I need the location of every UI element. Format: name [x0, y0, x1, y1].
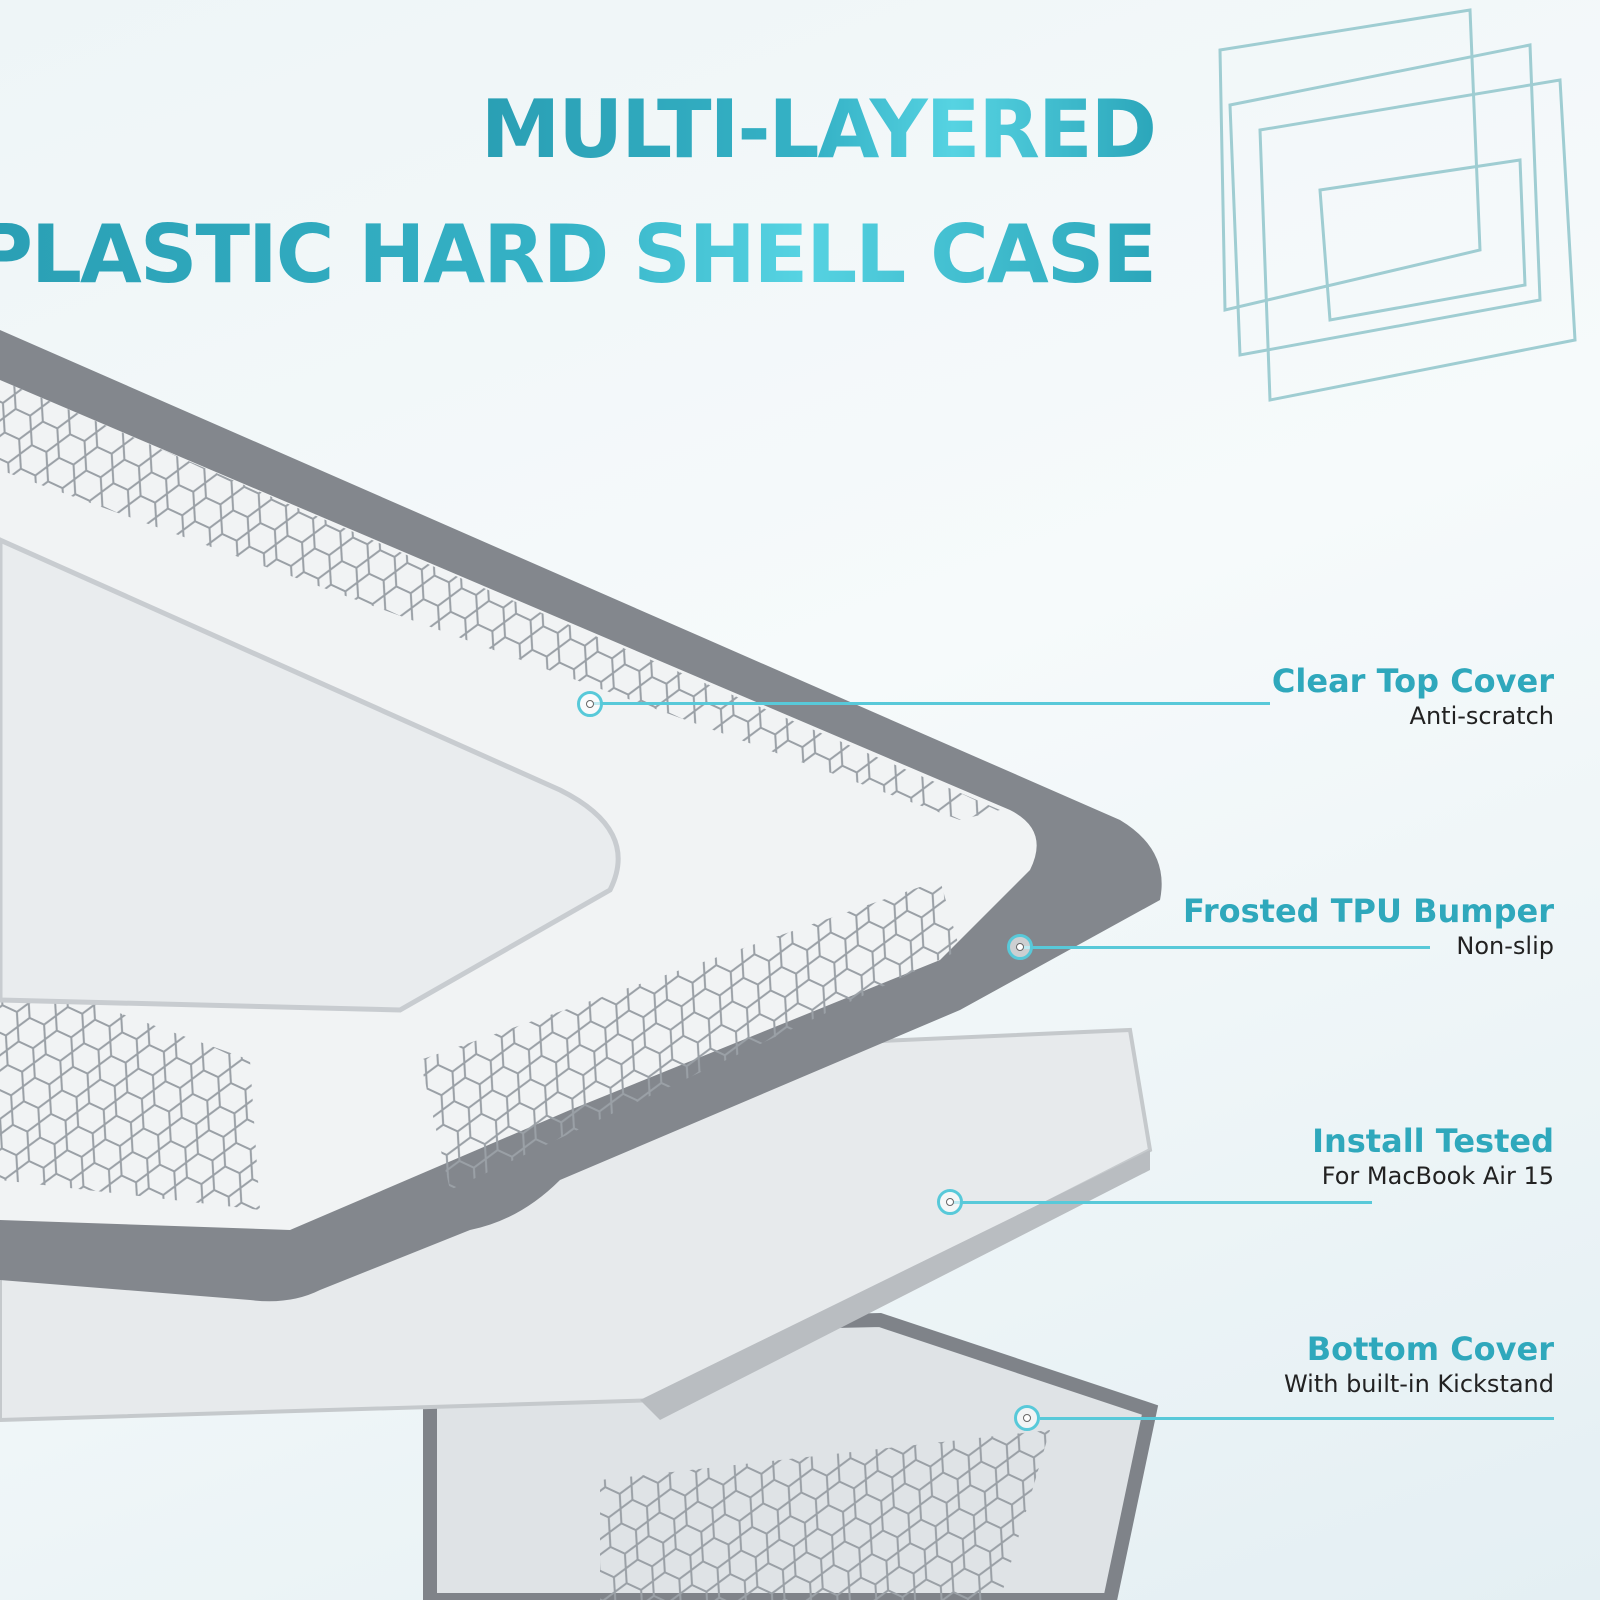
callout-line-install: [950, 1201, 1372, 1204]
top-cover: [0, 330, 1162, 1302]
feature-title: Frosted TPU Bumper: [1183, 892, 1554, 930]
exploded-case-icon: [1218, 8, 1577, 402]
feature-title: Install Tested: [1312, 1122, 1554, 1160]
callout-marker-bottom-cover: [1014, 1405, 1040, 1431]
feature-title: Clear Top Cover: [1271, 662, 1554, 700]
feature-frosted-tpu-bumper: Frosted TPU Bumper Non-slip: [1183, 892, 1554, 960]
feature-clear-top-cover: Clear Top Cover Anti-scratch: [1272, 662, 1554, 730]
callout-line-bumper: [1020, 946, 1430, 949]
feature-title: Bottom Cover: [1306, 1330, 1554, 1368]
callout-line-bottom-cover: [1040, 1417, 1554, 1420]
callout-line-top-cover: [590, 702, 1270, 705]
feature-subtitle: For MacBook Air 15: [1321, 1162, 1554, 1190]
headline-line-1: MULTI-LAYERED: [480, 83, 1157, 176]
feature-bottom-cover: Bottom Cover With built-in Kickstand: [1284, 1330, 1554, 1398]
callout-marker-bumper: [1007, 934, 1033, 960]
feature-subtitle: Non-slip: [1456, 932, 1554, 960]
callout-marker-install: [937, 1189, 963, 1215]
feature-subtitle: With built-in Kickstand: [1283, 1370, 1554, 1398]
feature-install-tested: Install Tested For MacBook Air 15: [1312, 1122, 1554, 1190]
callout-marker-top-cover: [577, 691, 603, 717]
headline-line-2: PLASTIC HARD SHELL CASE: [0, 215, 1157, 295]
feature-subtitle: Anti-scratch: [1409, 702, 1554, 730]
